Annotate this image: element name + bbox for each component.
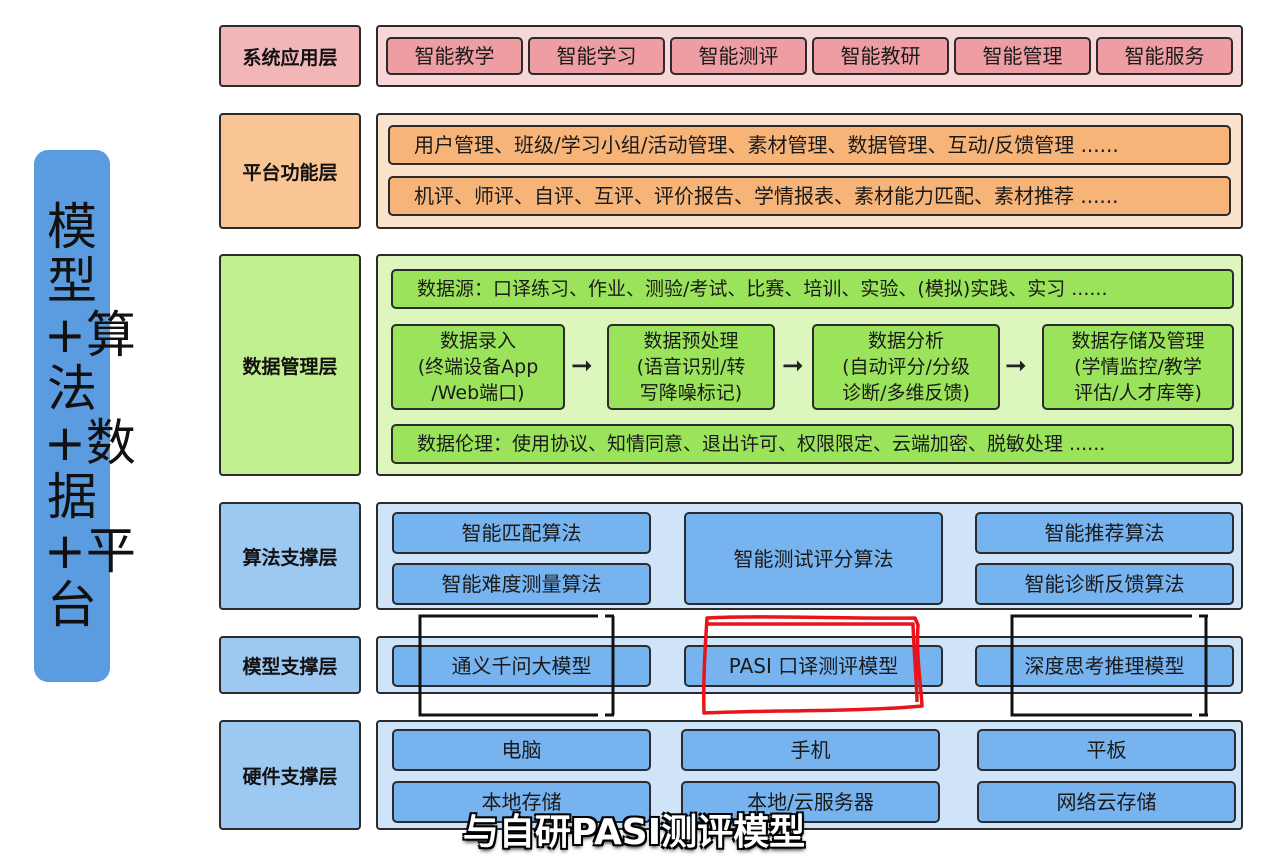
hardware-item: 网络云存储 — [977, 781, 1236, 823]
hardware-item: 平板 — [977, 729, 1236, 771]
data-ethics-bar: 数据伦理：使用协议、知情同意、退出许可、权限限定、云端加密、脱敏处理 .....… — [391, 424, 1234, 464]
layer-label-app: 系统应用层 — [219, 25, 361, 87]
app-item: 智能服务 — [1096, 37, 1233, 75]
model-item-pasi: PASI 口译测评模型 — [684, 645, 943, 687]
model-item: 深度思考推理模型 — [975, 645, 1234, 687]
model-item: 通义千问大模型 — [392, 645, 651, 687]
layer-panel-model: 通义千问大模型 PASI 口译测评模型 深度思考推理模型 — [376, 636, 1243, 694]
highlight-pasi-model — [701, 615, 924, 715]
arrow-right-icon: ➞ — [782, 351, 804, 381]
app-item: 智能学习 — [528, 37, 665, 75]
layer-panel-app: 智能教学 智能学习 智能测评 智能教研 智能管理 智能服务 — [376, 25, 1243, 87]
platform-row: 机评、师评、自评、互评、评价报告、学情报表、素材能力匹配、素材推荐 ...... — [388, 176, 1231, 216]
layer-panel-data: 数据源：口译练习、作业、测验/考试、比赛、培训、实验、(模拟)实践、实习 ...… — [376, 254, 1243, 476]
bracket-left — [418, 614, 615, 717]
hardware-item: 手机 — [681, 729, 940, 771]
layer-label-model: 模型支撑层 — [219, 636, 361, 694]
data-source-bar: 数据源：口译练习、作业、测验/考试、比赛、培训、实验、(模拟)实践、实习 ...… — [391, 269, 1234, 309]
app-item: 智能管理 — [954, 37, 1091, 75]
algorithm-item-center: 智能测试评分算法 — [684, 512, 943, 605]
app-item: 智能教研 — [812, 37, 949, 75]
layer-label-hardware: 硬件支撑层 — [219, 720, 361, 830]
data-flow-step: 数据录入 (终端设备App /Web端口) — [391, 324, 565, 410]
layer-panel-platform: 用户管理、班级/学习小组/活动管理、素材管理、数据管理、互动/反馈管理 ....… — [376, 113, 1243, 229]
algorithm-item: 智能诊断反馈算法 — [975, 563, 1234, 605]
data-flow-step: 数据预处理 (语音识别/转 写降噪标记) — [607, 324, 775, 410]
layer-label-algorithm: 算法支撑层 — [219, 502, 361, 610]
arrow-right-icon: ➞ — [571, 351, 593, 381]
bracket-right — [1010, 614, 1208, 717]
app-item: 智能测评 — [670, 37, 807, 75]
layer-label-platform: 平台功能层 — [219, 113, 361, 229]
hardware-item: 电脑 — [392, 729, 651, 771]
layer-panel-hardware: 电脑 手机 平板 本地存储 本地/云服务器 网络云存储 — [376, 720, 1243, 830]
layer-label-data: 数据管理层 — [219, 254, 361, 476]
app-item: 智能教学 — [386, 37, 523, 75]
data-flow-step: 数据存储及管理 (学情监控/教学 评估/人才库等) — [1042, 324, 1234, 410]
algorithm-item: 智能难度测量算法 — [392, 563, 651, 605]
arrow-right-icon: ➞ — [1005, 351, 1027, 381]
layer-panel-algorithm: 智能匹配算法 智能难度测量算法 智能测试评分算法 智能推荐算法 智能诊断反馈算法 — [376, 502, 1243, 610]
platform-row: 用户管理、班级/学习小组/活动管理、素材管理、数据管理、互动/反馈管理 ....… — [388, 125, 1231, 165]
algorithm-item: 智能匹配算法 — [392, 512, 651, 554]
algorithm-item: 智能推荐算法 — [975, 512, 1234, 554]
hardware-item: 本地/云服务器 — [681, 781, 940, 823]
data-flow-step: 数据分析 (自动评分/分级 诊断/多维反馈) — [812, 324, 1000, 410]
hardware-item: 本地存储 — [392, 781, 651, 823]
video-subtitle: 与自研PASI测评模型 — [462, 812, 806, 853]
